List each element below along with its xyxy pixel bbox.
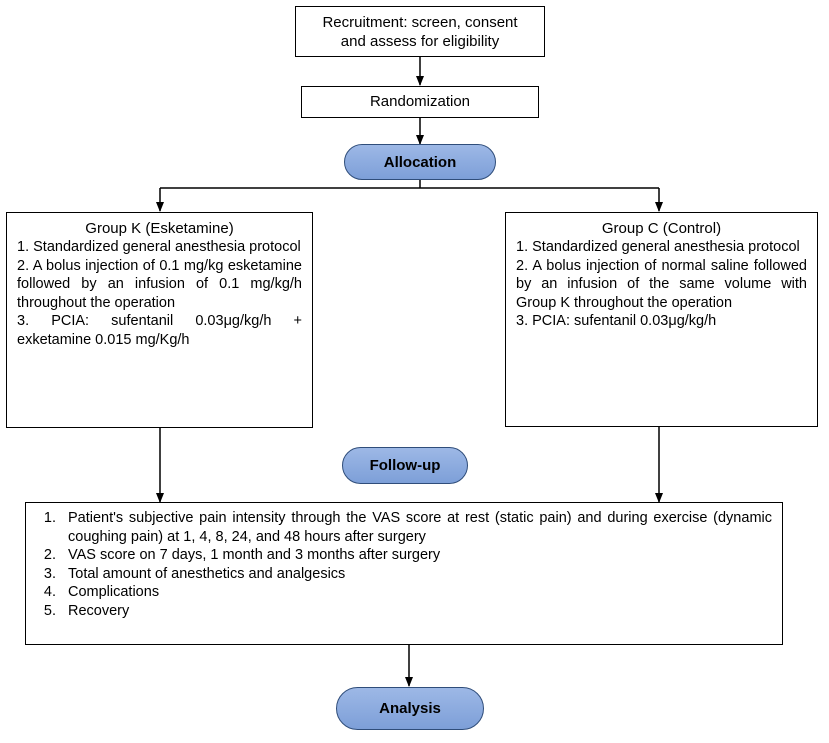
follow-up-label: Follow-up xyxy=(369,457,441,474)
group-c-box: Group C (Control) 1. Standardized genera… xyxy=(505,212,818,427)
outcomes-list: Patient's subjective pain intensity thro… xyxy=(32,509,772,620)
group-k-box: Group K (Esketamine) 1. Standardized gen… xyxy=(6,212,313,428)
group-c-item-1: 1. Standardized general anesthesia proto… xyxy=(516,239,800,255)
randomization-label: Randomization xyxy=(369,93,471,110)
outcomes-box: Patient's subjective pain intensity thro… xyxy=(25,502,783,645)
outcome-item-1: Patient's subjective pain intensity thro… xyxy=(60,509,772,546)
group-c-item-3: 3. PCIA: sufentanil 0.03μg/kg/h xyxy=(516,313,717,329)
recruitment-line-1: Recruitment: screen, consent xyxy=(322,14,518,31)
group-k-item-1: 1. Standardized general anesthesia proto… xyxy=(17,239,301,255)
follow-up-pill: Follow-up xyxy=(342,447,468,484)
group-k-title: Group K (Esketamine) xyxy=(85,220,234,237)
group-k-item-3: 3. PCIA: sufentanil 0.03μg/kg/h + exketa… xyxy=(17,313,302,348)
recruitment-line-2: and assess for eligibility xyxy=(340,33,500,50)
outcome-item-5: Recovery xyxy=(60,602,772,621)
randomization-box: Randomization xyxy=(301,86,539,118)
recruitment-box: Recruitment: screen, consent and assess … xyxy=(295,6,545,57)
allocation-label: Allocation xyxy=(383,153,457,171)
analysis-label: Analysis xyxy=(379,700,441,717)
outcome-item-4: Complications xyxy=(60,583,772,602)
group-c-title: Group C (Control) xyxy=(601,220,722,237)
outcome-item-2: VAS score on 7 days, 1 month and 3 month… xyxy=(60,546,772,565)
allocation-pill: Allocation xyxy=(344,144,496,180)
group-c-item-2: 2. A bolus injection of normal saline fo… xyxy=(516,257,807,311)
group-k-item-2: 2. A bolus injection of 0.1 mg/kg esketa… xyxy=(17,257,302,311)
analysis-pill: Analysis xyxy=(336,687,484,730)
outcome-item-3: Total amount of anesthetics and analgesi… xyxy=(60,565,772,584)
